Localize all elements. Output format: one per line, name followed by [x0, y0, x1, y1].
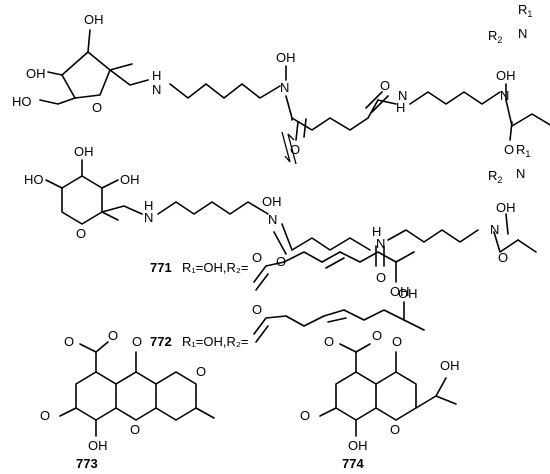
atom-o: O: [252, 250, 262, 265]
atom-n: N: [280, 80, 289, 95]
atom-oh: OH: [496, 68, 516, 83]
atom-oh: OH: [26, 66, 46, 81]
structure-pyranose-form: [45, 159, 537, 267]
atom-oh: OH: [390, 284, 410, 299]
atom-o: O: [92, 100, 102, 115]
atom-n: N: [518, 26, 527, 41]
atom-o: O: [392, 334, 402, 349]
atom-o: O: [252, 302, 262, 317]
atom-r: R2: [488, 28, 502, 45]
compound-771-id: 771: [150, 260, 172, 275]
side-chain-772: [253, 301, 425, 343]
atom-o: O: [498, 250, 508, 265]
structure-773: [59, 341, 215, 437]
atom-o: O: [376, 270, 386, 285]
atom-o: O: [132, 334, 142, 349]
atom-o: O: [390, 422, 400, 437]
atom-ho: HO: [12, 94, 32, 109]
atom-n: N: [398, 88, 407, 103]
compound-labels: 771 R₁=OH,R₂= 772 R₁=OH,R₂= 773 774: [76, 260, 364, 471]
atom-oh: OH: [120, 172, 140, 187]
atom-o: O: [372, 328, 382, 343]
side-chain-771: [253, 251, 415, 291]
atom-o: O: [196, 364, 206, 379]
atom-o: O: [504, 142, 514, 157]
atom-n: N: [152, 82, 161, 97]
atom-o: O: [324, 334, 334, 349]
atom-h: H: [396, 100, 405, 115]
atom-n: N: [144, 210, 153, 225]
compound-772-substituents: R₁=OH,R₂=: [182, 334, 249, 349]
compound-771-substituents: R₁=OH,R₂=: [182, 260, 249, 275]
atom-oh: OH: [74, 144, 94, 159]
atom-o: O: [64, 334, 74, 349]
atom-oh: OH: [262, 194, 282, 209]
atom-oh: OH: [84, 12, 104, 27]
atom-o: O: [108, 328, 118, 343]
atom-r: R1: [518, 2, 532, 19]
atom-labels: OH OH HO O H N OH N O O H N OH N O H OH …: [12, 2, 532, 453]
atom-oh: OH: [88, 438, 108, 453]
atom-o: O: [380, 78, 390, 93]
atom-oh: OH: [440, 358, 460, 373]
atom-n: N: [268, 212, 277, 227]
atom-o: O: [40, 408, 50, 423]
atom-r: R1: [516, 142, 530, 159]
atom-oh: OH: [398, 286, 418, 301]
atom-oh: OH: [496, 200, 516, 215]
atom-r: R2: [488, 168, 502, 185]
structure-furanose-form: [39, 29, 550, 141]
structure-774: [319, 343, 457, 437]
atom-oh: OH: [348, 438, 368, 453]
atom-h: H: [372, 224, 381, 239]
atom-o: O: [300, 408, 310, 423]
atom-o: O: [276, 254, 286, 269]
atom-o: O: [290, 142, 300, 157]
equilibrium-arrows: [281, 131, 297, 165]
atom-o: O: [76, 226, 86, 241]
atom-n: N: [516, 166, 525, 181]
atom-h: H: [152, 68, 161, 83]
atom-ho: HO: [24, 172, 44, 187]
compound-773-id: 773: [76, 456, 98, 471]
atom-n: N: [500, 88, 509, 103]
compound-772-id: 772: [150, 334, 172, 349]
atom-oh: OH: [276, 50, 296, 65]
atom-h: H: [144, 198, 153, 213]
atom-n: N: [376, 236, 385, 251]
atom-n: N: [490, 222, 499, 237]
atom-o: O: [130, 422, 140, 437]
compound-774-id: 774: [342, 456, 364, 471]
